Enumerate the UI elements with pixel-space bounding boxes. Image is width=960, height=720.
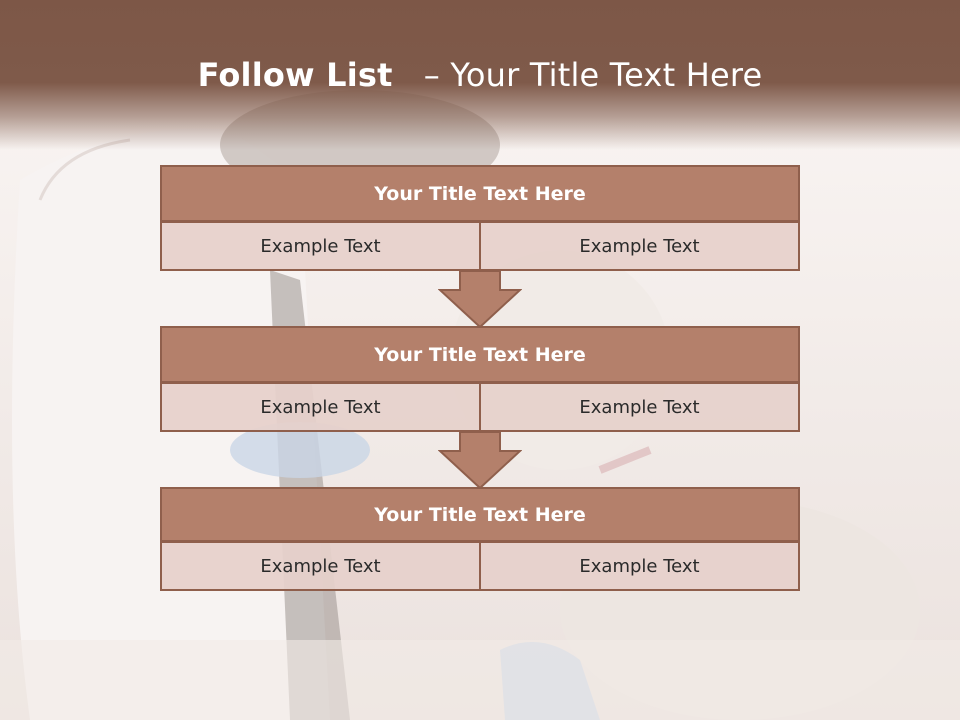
step-title: Your Title Text Here xyxy=(160,165,800,222)
step-row: Example Text Example Text xyxy=(160,221,800,271)
step-cell-right: Example Text xyxy=(479,382,800,432)
step-cell-right: Example Text xyxy=(479,541,800,591)
step-block-2: Your Title Text Here Example Text Exampl… xyxy=(160,326,800,432)
step-cell-left: Example Text xyxy=(160,221,481,271)
step-cell-left: Example Text xyxy=(160,541,481,591)
step-row: Example Text Example Text xyxy=(160,382,800,432)
slide-title: Follow List – Your Title Text Here xyxy=(0,56,960,94)
header-band xyxy=(0,0,960,150)
title-rest: – Your Title Text Here xyxy=(423,56,763,94)
step-block-1: Your Title Text Here Example Text Exampl… xyxy=(160,165,800,271)
step-title: Your Title Text Here xyxy=(160,326,800,383)
step-cell-right: Example Text xyxy=(479,221,800,271)
title-bold: Follow List xyxy=(197,56,393,94)
step-block-3: Your Title Text Here Example Text Exampl… xyxy=(160,487,800,591)
step-cell-left: Example Text xyxy=(160,382,481,432)
step-row: Example Text Example Text xyxy=(160,541,800,591)
step-title: Your Title Text Here xyxy=(160,487,800,542)
down-arrow-icon xyxy=(438,431,522,489)
down-arrow-icon xyxy=(438,270,522,328)
